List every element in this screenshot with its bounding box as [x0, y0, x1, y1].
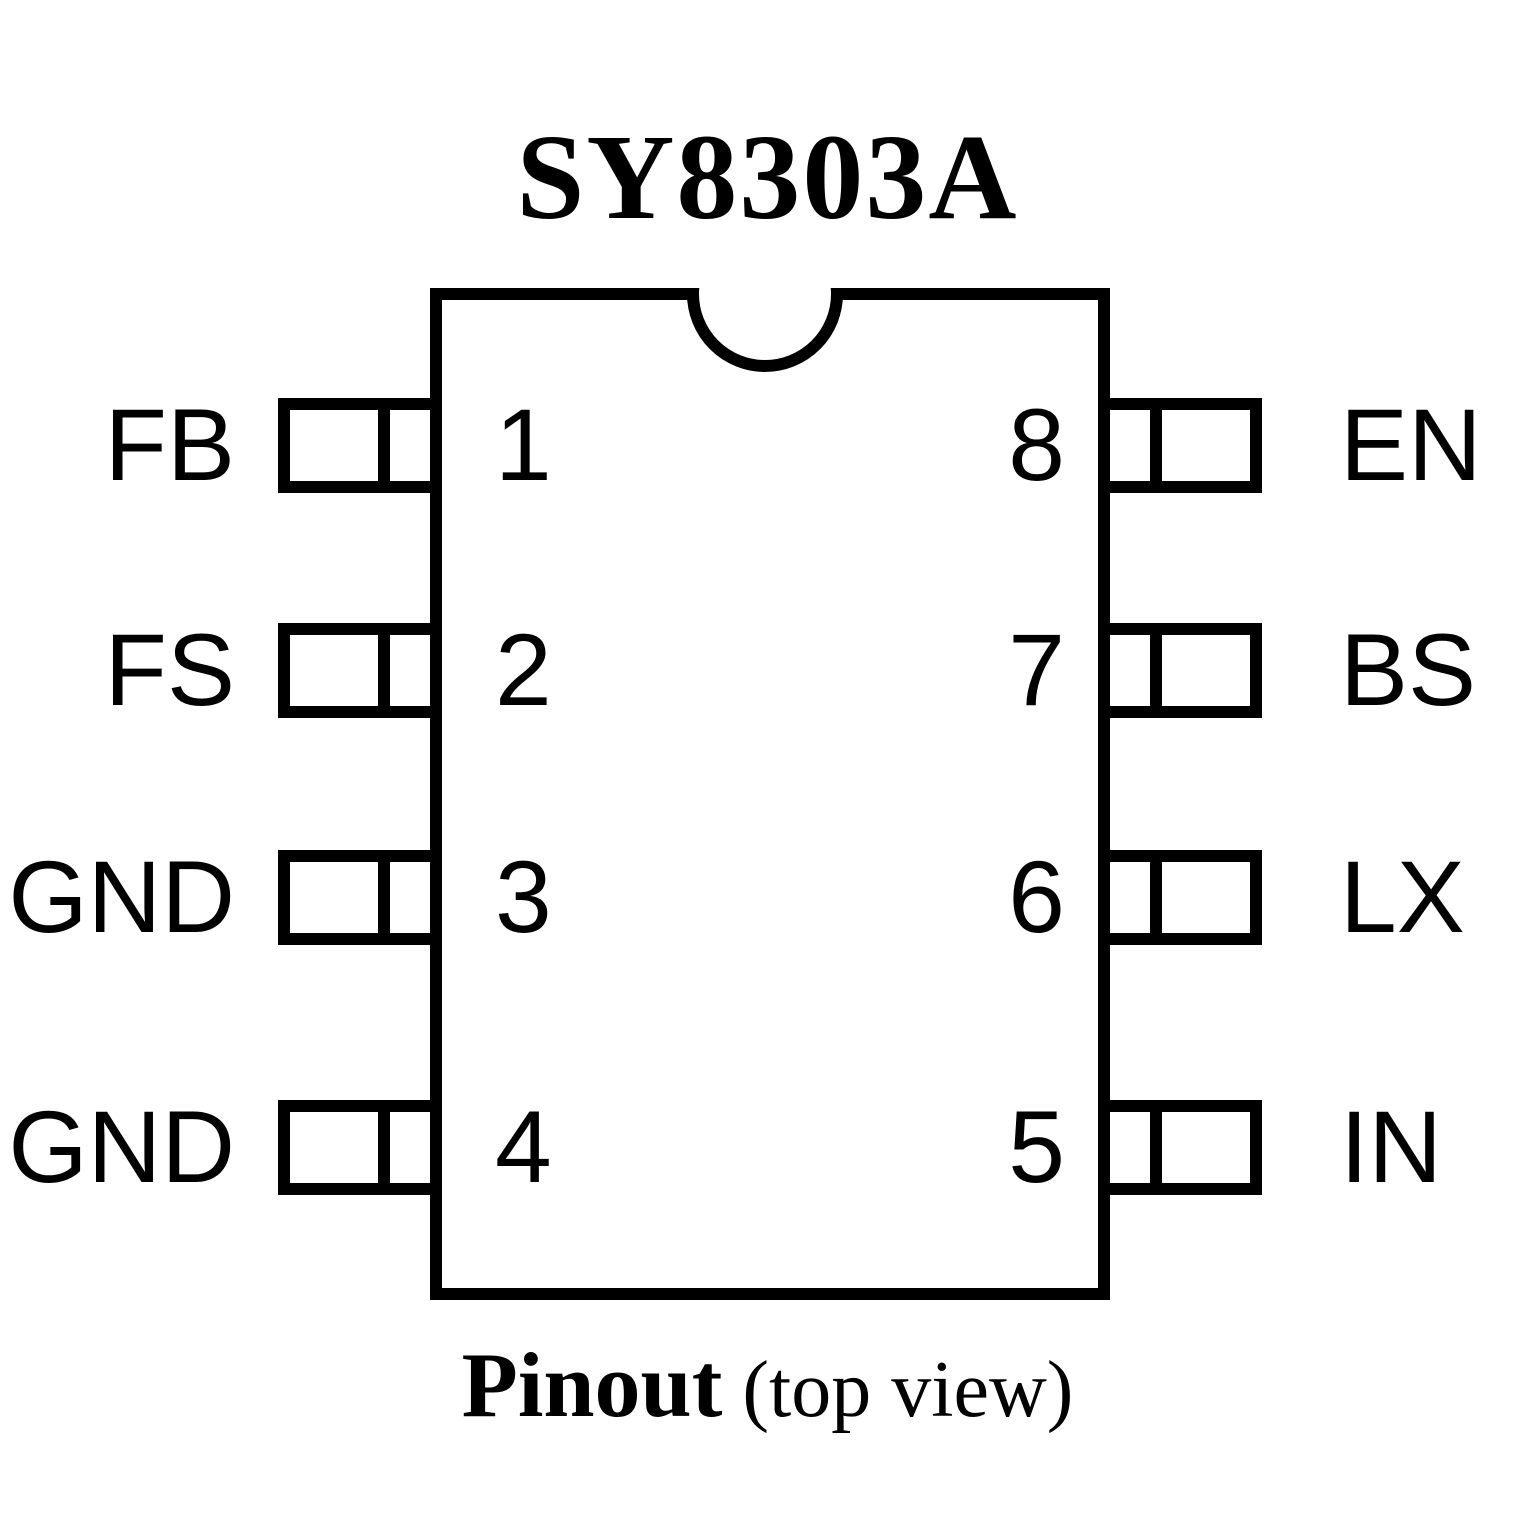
pin-number-2: 2	[495, 613, 552, 727]
pin-box-8	[1110, 398, 1262, 493]
pin-divider	[378, 410, 390, 481]
pin-label-en: EN	[1340, 388, 1482, 502]
pin-divider	[1150, 862, 1162, 933]
pin-divider	[378, 635, 390, 706]
pin-divider	[1150, 635, 1162, 706]
pin-number-1: 1	[495, 388, 552, 502]
pin-label-fb: FB	[104, 388, 235, 502]
notch-arc	[687, 288, 843, 372]
pin-box-7	[1110, 623, 1262, 718]
pin-label-lx: LX	[1340, 840, 1465, 954]
pin-box-1	[278, 398, 430, 493]
pin-label-gnd-3: GND	[8, 840, 235, 954]
pin-box-3	[278, 850, 430, 945]
pin-number-7: 7	[1008, 613, 1065, 727]
pin-divider	[378, 862, 390, 933]
caption-top-view: (top view)	[722, 1346, 1074, 1434]
pin-number-6: 6	[1008, 840, 1065, 954]
pin-box-4	[278, 1100, 430, 1195]
pin-number-4: 4	[495, 1090, 552, 1204]
chip-title: SY8303A	[516, 110, 1019, 245]
pin-divider	[1150, 410, 1162, 481]
caption: Pinout (top view)	[0, 1332, 1535, 1438]
caption-pinout: Pinout	[461, 1334, 723, 1436]
pin-label-in: IN	[1340, 1090, 1442, 1204]
orientation-notch	[675, 288, 855, 378]
pin-label-gnd-4: GND	[8, 1090, 235, 1204]
pin-box-5	[1110, 1100, 1262, 1195]
pin-label-bs: BS	[1340, 613, 1477, 727]
pin-number-5: 5	[1008, 1090, 1065, 1204]
pin-label-fs: FS	[104, 613, 235, 727]
pin-number-3: 3	[495, 840, 552, 954]
pin-divider	[1150, 1112, 1162, 1183]
chip-body	[430, 288, 1110, 1300]
pin-number-8: 8	[1008, 388, 1065, 502]
pin-box-6	[1110, 850, 1262, 945]
pin-divider	[378, 1112, 390, 1183]
pin-box-2	[278, 623, 430, 718]
